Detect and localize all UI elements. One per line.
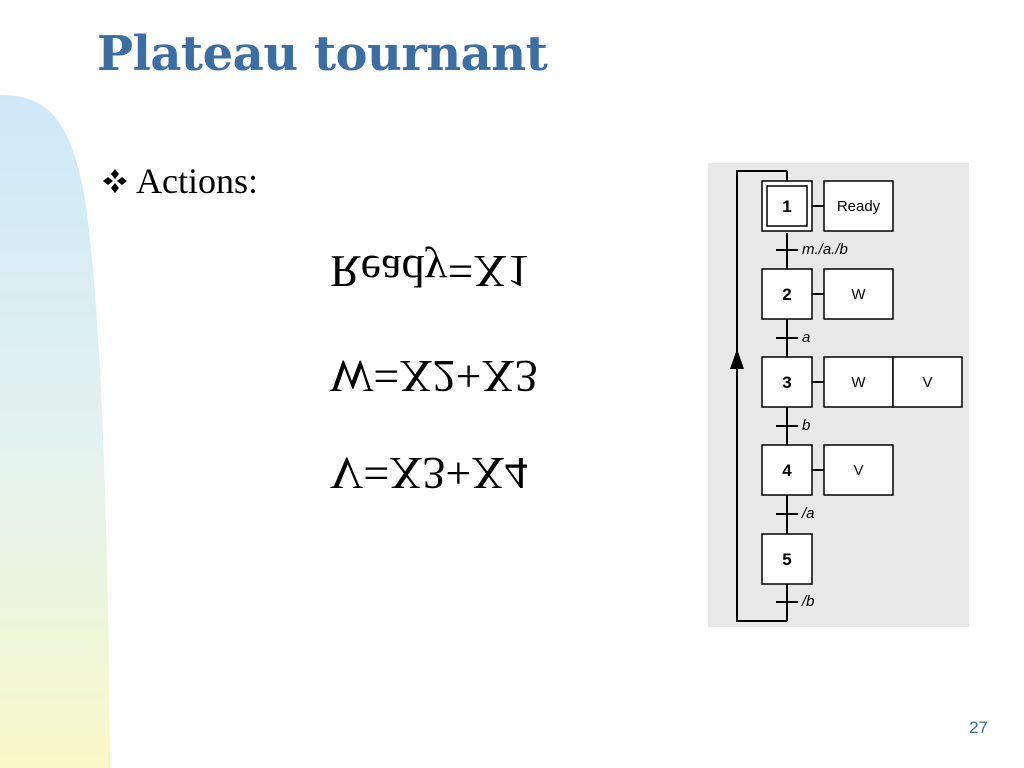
step-5-number: 5 [782, 550, 791, 569]
step-4-number: 4 [782, 461, 792, 480]
grafcet-step-4 [761, 444, 813, 496]
equation-v-rhs: X3+X4 [389, 448, 528, 499]
grafcet-diagram: 1 2 3 4 5 Ready W W V V m./a./b a [708, 163, 969, 627]
transition-4-label: /a [801, 505, 815, 522]
slide-title: Plateau tournant [97, 26, 548, 82]
action-v-step3-label: V [922, 374, 932, 391]
action-box-v-step3 [892, 356, 963, 408]
step-1-number: 1 [782, 197, 791, 216]
transition-5-label: /b [801, 593, 815, 610]
equation-w-lhs: W [330, 351, 374, 402]
transition-2-label: a [802, 329, 810, 346]
action-v-step4-label: V [853, 462, 863, 479]
transition-3-label: b [802, 417, 810, 434]
equation-ready-rhs: X1 [473, 246, 530, 297]
equation-ready: Ready=X1 [330, 245, 530, 298]
grafcet-step-2 [761, 268, 813, 320]
grafcet-step-5 [761, 533, 813, 585]
transition-1-label: m./a./b [802, 241, 848, 258]
equation-ready-equals: = [447, 246, 474, 297]
action-w-step3-label: W [851, 374, 866, 391]
equation-w-equals: = [373, 351, 400, 402]
equation-v-lhs: V [330, 448, 364, 499]
action-box-w-step3 [823, 356, 894, 408]
equation-ready-lhs: Ready [330, 246, 448, 297]
grafcet-step-1 [761, 180, 813, 232]
return-loop-line [736, 170, 787, 622]
action-w-step2-label: W [851, 286, 866, 303]
equation-v: V=X3+X4 [330, 447, 528, 500]
equation-v-equals: = [363, 448, 390, 499]
grafcet-step-3 [761, 356, 813, 408]
equation-w: W=X2+X3 [330, 350, 538, 403]
four-diamond-bullet-icon [103, 169, 127, 193]
actions-bullet: Actions: [100, 160, 258, 202]
page-number: 27 [969, 718, 988, 737]
equation-w-rhs: X2+X3 [399, 351, 538, 402]
action-ready-label: Ready [837, 198, 881, 215]
action-box-ready [823, 180, 894, 232]
return-arrow-icon [730, 349, 744, 369]
step-3-number: 3 [782, 373, 791, 392]
grafcet-connections [736, 170, 824, 622]
actions-label: Actions: [136, 161, 258, 201]
action-box-v-step4 [823, 444, 894, 496]
step-2-number: 2 [782, 285, 791, 304]
action-box-w-step2 [823, 268, 894, 320]
grafcet-svg: 1 2 3 4 5 Ready W W V V m./a./b a [730, 170, 963, 622]
